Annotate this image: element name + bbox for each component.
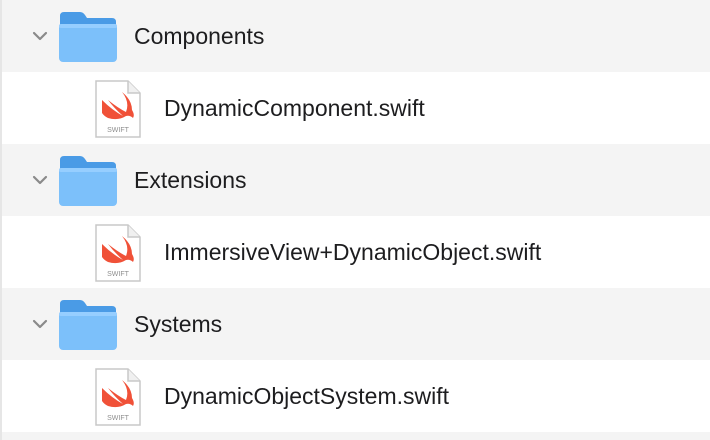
- folder-label: Components: [134, 23, 265, 49]
- file-row[interactable]: SWIFT DynamicObjectSystem.swift: [2, 360, 710, 432]
- swift-badge: SWIFT: [107, 127, 129, 134]
- folder-icon: [59, 12, 117, 62]
- swift-file-icon: SWIFT: [95, 224, 141, 282]
- file-row[interactable]: SWIFT DynamicComponent.swift: [2, 72, 710, 144]
- swift-badge: SWIFT: [107, 271, 129, 278]
- folder-row-extensions[interactable]: Extensions: [2, 144, 710, 216]
- swift-badge: SWIFT: [107, 415, 129, 422]
- folder-icon: [59, 156, 117, 206]
- folder-label: Extensions: [134, 167, 247, 193]
- folder-row-partial: [2, 432, 710, 440]
- file-label: DynamicComponent.swift: [164, 95, 425, 121]
- folder-row-systems[interactable]: Systems: [2, 288, 710, 360]
- chevron-down-icon[interactable]: [30, 314, 50, 334]
- chevron-down-icon[interactable]: [30, 170, 50, 190]
- folder-icon: [59, 300, 117, 350]
- swift-file-icon: SWIFT: [95, 80, 141, 138]
- file-label: ImmersiveView+DynamicObject.swift: [164, 239, 542, 265]
- folder-label: Systems: [134, 311, 223, 337]
- folder-row-components[interactable]: Components: [2, 0, 710, 72]
- chevron-down-icon[interactable]: [30, 26, 50, 46]
- file-row[interactable]: SWIFT ImmersiveView+DynamicObject.swift: [2, 216, 710, 288]
- swift-file-icon: SWIFT: [95, 368, 141, 426]
- file-label: DynamicObjectSystem.swift: [164, 383, 450, 409]
